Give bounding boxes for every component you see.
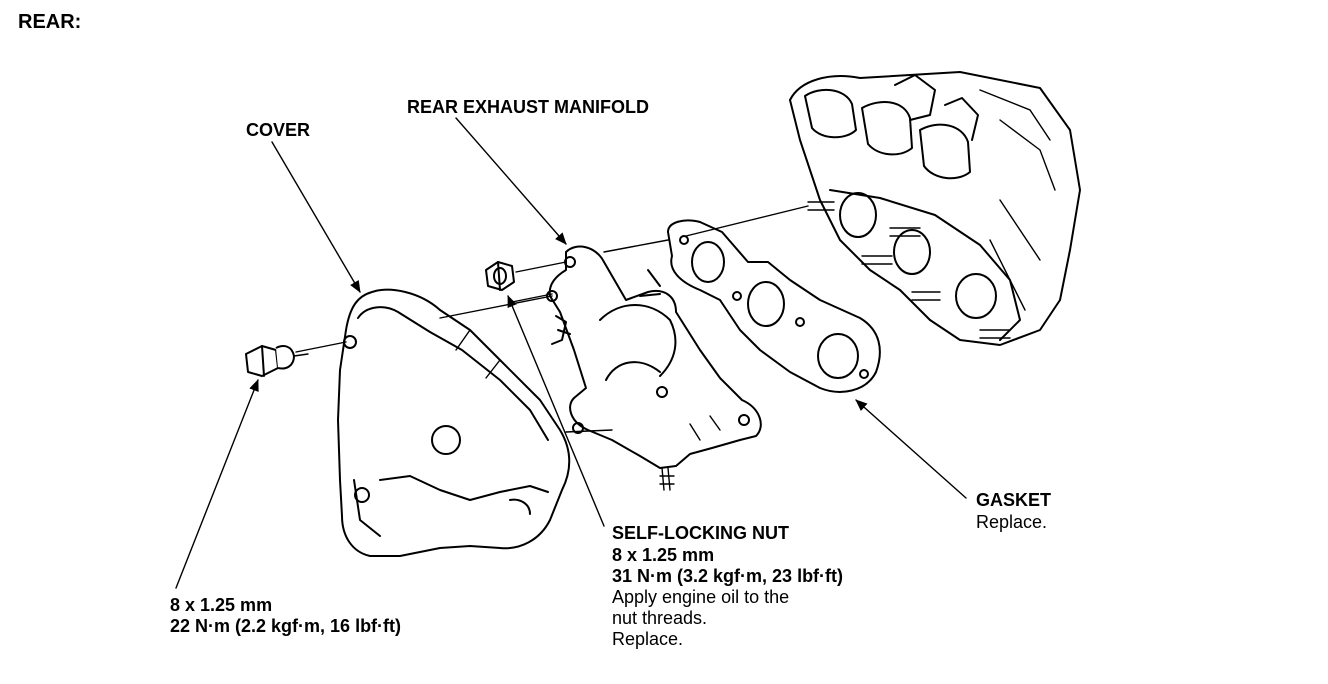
bolt-leader xyxy=(175,379,259,589)
nut-torque: 31 N·m (3.2 kgf·m, 23 lbf·ft) xyxy=(612,566,844,586)
gasket-note: Replace. xyxy=(976,512,1048,532)
bolt-torque: 22 N·m (2.2 kgf·m, 16 lbf·ft) xyxy=(170,616,402,636)
gasket-part xyxy=(667,219,881,393)
assembly-lines xyxy=(295,205,809,433)
cover-bolt-part xyxy=(245,345,309,377)
nut-note-1: Apply engine oil to the xyxy=(612,587,790,607)
cover-part xyxy=(337,288,571,557)
cover-leader xyxy=(271,141,361,293)
cylinder-head xyxy=(789,71,1081,346)
bolt-size: 8 x 1.25 mm xyxy=(170,595,273,615)
nut-size: 8 x 1.25 mm xyxy=(612,545,715,565)
section-title: REAR: xyxy=(18,11,82,33)
rear-exhaust-manifold-label: REAR EXHAUST MANIFOLD xyxy=(407,97,649,117)
nut-note-2: nut threads. xyxy=(612,608,708,628)
cover-label: COVER xyxy=(246,120,311,140)
leader-arrows xyxy=(175,117,967,589)
gasket-leader xyxy=(855,399,967,499)
nut-leader xyxy=(507,295,605,527)
manifold-leader xyxy=(455,117,567,245)
self-locking-nut-label: SELF-LOCKING NUT xyxy=(612,523,789,543)
gasket-label: GASKET xyxy=(976,490,1052,510)
nut-note-3: Replace. xyxy=(612,629,684,649)
self-locking-nut-part xyxy=(485,261,515,291)
exhaust-manifold-part xyxy=(546,245,762,491)
